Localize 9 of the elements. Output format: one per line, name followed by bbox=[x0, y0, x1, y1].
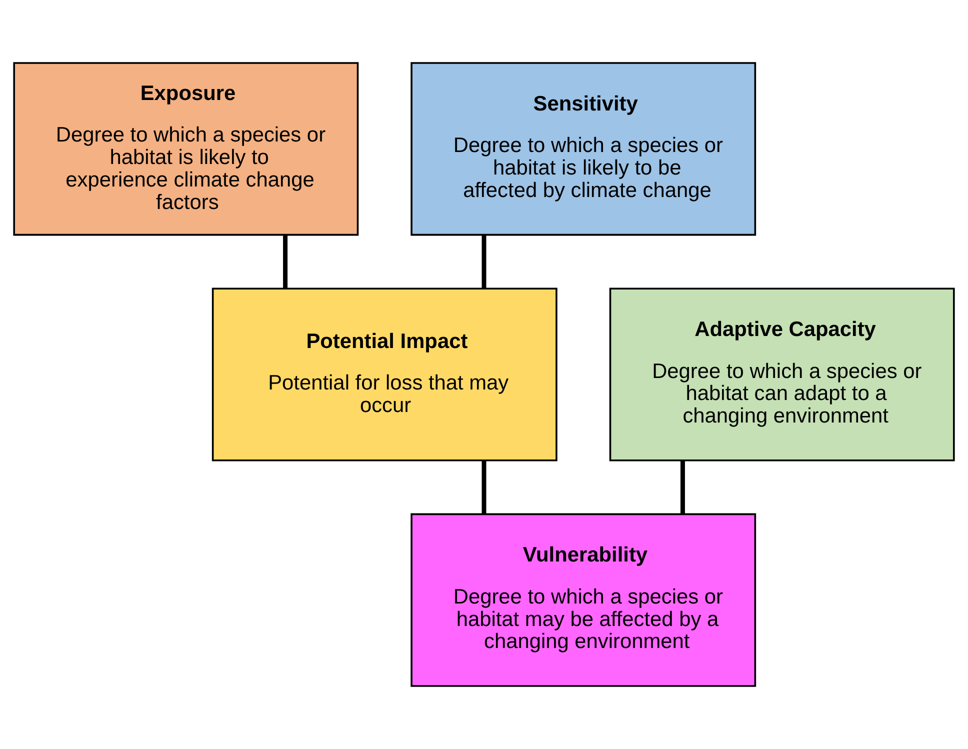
node-box: Potential Impact Potential for loss that may occur bbox=[212, 288, 558, 462]
node-box: Adaptive Capacity Degree to which a species or habitat can adapt to a changing environment bbox=[609, 288, 955, 462]
connector bbox=[482, 460, 486, 514]
connector bbox=[283, 234, 288, 288]
node-box: Sensitivity Degree to which a species or habitat is likely to be affected by climate change bbox=[410, 62, 756, 236]
node-box: Vulnerability Degree to which a species or habitat may be affected by a changing environment bbox=[410, 513, 756, 687]
node-box: Exposure Degree to which a species or habitat is likely to experience climate change factors bbox=[13, 62, 359, 236]
connector bbox=[482, 234, 486, 288]
connector bbox=[680, 460, 685, 514]
